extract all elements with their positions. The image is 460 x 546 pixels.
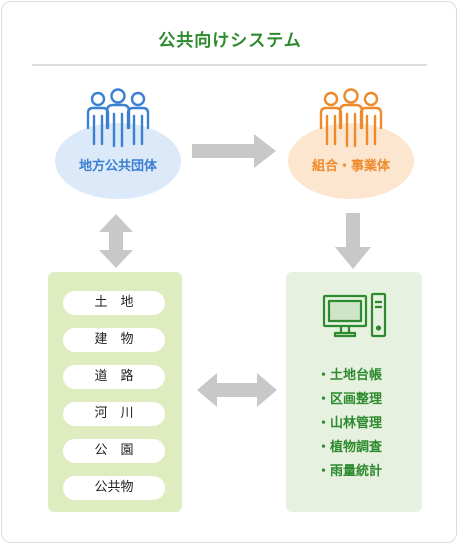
people-group-icon: [86, 88, 150, 148]
system-item-rainfall-statistics: ・雨量統計: [317, 464, 383, 479]
arrow-right-icon: [192, 134, 276, 168]
system-item-land-readjustment: ・区画整理: [317, 392, 383, 407]
data-item-public-property: 公共物: [63, 476, 165, 500]
association-label: 組合・事業体: [311, 159, 390, 174]
system-item-land-ledger: ・土地台帳: [317, 368, 383, 383]
association-ellipse: [288, 123, 414, 199]
arrow-vertical-double-icon: [99, 214, 133, 268]
arrow-down-icon: [335, 213, 371, 269]
diagram-title: 公共向けシステム: [158, 31, 302, 51]
local-government-label: 地方公共団体: [78, 159, 157, 174]
computer-icon: [322, 292, 387, 338]
title-divider: [32, 64, 427, 66]
local-government-ellipse: [55, 123, 181, 199]
system-item-vegetation-survey: ・植物調査: [317, 440, 383, 455]
people-group-icon: [319, 88, 383, 148]
data-item-building: 建 物: [63, 328, 165, 352]
data-item-road: 道 路: [63, 365, 165, 389]
data-item-river: 河 川: [63, 402, 165, 426]
data-item-park: 公 園: [63, 439, 165, 463]
arrow-horizontal-double-icon: [197, 373, 277, 407]
system-item-forest-management: ・山林管理: [317, 416, 383, 431]
data-item-land: 土 地: [63, 291, 165, 315]
